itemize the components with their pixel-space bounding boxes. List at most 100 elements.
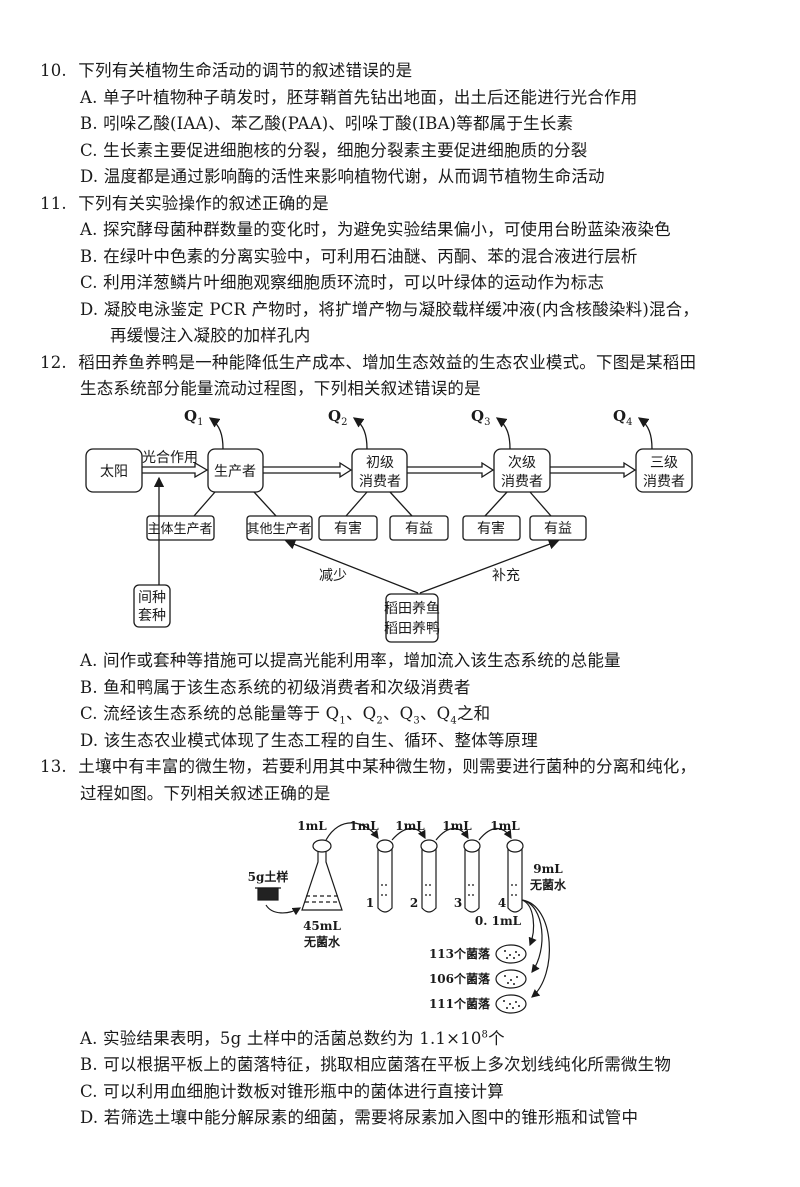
label-photosynthesis: 光合作用	[142, 450, 198, 466]
option-10a: A. 单子叶植物种子萌发时，胚芽鞘首先钻出地面，出土后还能进行光合作用	[80, 88, 638, 107]
box-main-producer	[146, 515, 215, 541]
arrow-supplement	[419, 539, 560, 594]
option-12b: B. 鱼和鸭属于该生态系统的初级消费者和次级消费者	[80, 678, 471, 697]
tube-1	[376, 839, 394, 913]
arrow-secondary-tertiary	[550, 461, 637, 479]
option-11b: B. 在绿叶中色素的分离实验中，可利用石油醚、丙酮、苯的混合液进行层析	[80, 247, 638, 266]
question-12-stem: 12. 稻田养鱼养鸭是一种能降低生产成本、增加生态效益的生态农业模式。下图是某稻…	[40, 352, 696, 374]
label-sun: 太阳	[100, 464, 128, 480]
plate-1	[495, 944, 527, 964]
svg-text:初级: 初级	[366, 454, 394, 471]
tube-3	[463, 839, 481, 913]
option-12d: D. 该生态农业模式体现了生态工程的自生、循环、整体等原理	[80, 731, 538, 750]
label-reduce: 减少	[319, 568, 347, 584]
svg-text:1: 1	[366, 896, 374, 910]
soil-label: 5g土样	[248, 869, 289, 884]
option-12a: A. 间作或套种等措施可以提高光能利用率，增加流入该生态系统的总能量	[80, 651, 621, 670]
question-stem: 土壤中有丰富的微生物，若要利用其中某种微生物，则需要进行菌种的分离和纯化，	[78, 757, 697, 776]
svg-text:套种: 套种	[138, 608, 166, 624]
svg-text:消费者: 消费者	[643, 474, 685, 490]
arrow-sun-producer	[142, 461, 209, 479]
label-q3: Q3	[471, 407, 490, 428]
label-supplement: 补充	[492, 568, 520, 584]
box-secondary-consumer	[493, 448, 551, 493]
option-12c: C. 流经该生态系统的总能量等于 Q1、Q2、Q3、Q4之和	[80, 704, 491, 727]
box-beneficial-1	[389, 515, 449, 541]
plate-2	[495, 969, 527, 989]
question-number: 10.	[40, 61, 67, 80]
box-primary-consumer	[351, 448, 408, 493]
option-10d: D. 温度都是通过影响酶的活性来影响植物代谢，从而调节植物生命活动	[80, 167, 605, 186]
svg-text:0. 1mL: 0. 1mL	[475, 914, 522, 928]
box-intercrop	[133, 584, 171, 628]
arrow-q4	[637, 417, 653, 450]
svg-text:有害: 有害	[334, 521, 362, 537]
question-10-stem: 10. 下列有关植物生命活动的调节的叙述错误的是	[40, 60, 412, 82]
option-13b: B. 可以根据平板上的菌落特征，挑取相应菌落在平板上多次划线纯化所需微生物	[80, 1055, 672, 1074]
box-other-producer	[246, 515, 313, 541]
flask	[301, 848, 343, 911]
svg-text:间种: 间种	[138, 590, 166, 606]
flask-stopper	[312, 839, 332, 853]
box-harmful-1	[318, 515, 378, 541]
option-13d: D. 若筛选土壤中能分解尿素的细菌，需要将尿素加入图中的锥形瓶和试管中	[80, 1108, 639, 1127]
question-13-stem: 13. 土壤中有丰富的微生物，若要利用其中某种微生物，则需要进行菌种的分离和纯化…	[40, 756, 696, 778]
label-q1: Q1	[184, 407, 203, 428]
question-12-stem-cont: 生态系统部分能量流动过程图，下列相关叙述错误的是	[80, 379, 481, 398]
question-stem: 下列有关植物生命活动的调节的叙述错误的是	[78, 61, 413, 80]
option-10c: C. 生长素主要促进细胞核的分裂，细胞分裂素主要促进细胞质的分裂	[80, 141, 588, 160]
svg-text:无菌水: 无菌水	[303, 934, 341, 949]
question-number: 11.	[40, 194, 67, 213]
svg-text:1mL: 1mL	[490, 819, 520, 833]
tube-2	[420, 839, 438, 913]
option-11a: A. 探究酵母菌种群数量的变化时，为避免实验结果偏小，可使用台盼蓝染液染色	[80, 220, 671, 239]
box-sun	[85, 448, 143, 493]
svg-text:4: 4	[498, 896, 506, 910]
label-q2: Q2	[328, 407, 347, 428]
svg-text:9mL: 9mL	[533, 862, 563, 876]
svg-text:无菌水: 无菌水	[529, 877, 567, 892]
question-stem: 稻田养鱼养鸭是一种能降低生产成本、增加生态效益的生态农业模式。下图是某稻田	[78, 353, 697, 372]
option-11d: D. 凝胶电泳鉴定 PCR 产物时，将扩增产物与凝胶载样缓冲液(内含核酸染料)混…	[80, 300, 700, 319]
svg-text:有益: 有益	[405, 521, 433, 537]
soil-container	[257, 887, 279, 901]
svg-text:106个菌落: 106个菌落	[429, 971, 491, 986]
box-tertiary-consumer	[635, 448, 693, 493]
svg-text:其他生产者: 其他生产者	[246, 522, 311, 537]
arrow-primary-secondary	[407, 461, 495, 479]
arrow-producer-primary	[263, 461, 353, 479]
svg-text:稻田养鸭: 稻田养鸭	[384, 621, 440, 637]
svg-text:主体生产者: 主体生产者	[147, 522, 212, 537]
svg-text:45mL: 45mL	[303, 919, 341, 933]
svg-text:111个菌落: 111个菌落	[429, 996, 491, 1011]
svg-text:有益: 有益	[544, 521, 572, 537]
question-number: 12.	[40, 353, 67, 372]
option-10b: B. 吲哚乙酸(IAA)、苯乙酸(PAA)、吲哚丁酸(IBA)等都属于生长素	[80, 114, 574, 133]
svg-text:三级: 三级	[650, 455, 678, 471]
box-fish-duck	[385, 593, 439, 643]
arrow-q1	[208, 417, 224, 450]
question-11-stem: 11. 下列有关实验操作的叙述正确的是	[40, 193, 329, 215]
arrow-reduce	[284, 539, 419, 594]
question-13-stem-cont: 过程如图。下列相关叙述正确的是	[80, 784, 331, 803]
option-13c: C. 可以利用血细胞计数板对锥形瓶中的菌体进行直接计算	[80, 1082, 504, 1101]
svg-text:消费者: 消费者	[501, 474, 543, 490]
svg-text:消费者: 消费者	[359, 474, 401, 490]
box-harmful-2	[462, 515, 521, 541]
label-producer: 生产者	[214, 464, 256, 480]
box-producer	[207, 448, 264, 493]
option-11d-cont: 再缓慢注入凝胶的加样孔内	[110, 326, 311, 345]
tube-4	[506, 839, 524, 913]
svg-text:稻田养鱼: 稻田养鱼	[384, 600, 440, 617]
svg-text:有害: 有害	[477, 521, 505, 537]
arrow-q2	[352, 417, 368, 450]
svg-text:2: 2	[410, 896, 418, 910]
svg-text:113个菌落: 113个菌落	[429, 946, 491, 961]
option-13a: A. 实验结果表明，5g 土样中的活菌总数约为 1.1×108个	[80, 1029, 505, 1048]
svg-text:1mL: 1mL	[395, 819, 425, 833]
question-stem: 下列有关实验操作的叙述正确的是	[78, 194, 329, 213]
svg-text:次级: 次级	[508, 455, 536, 471]
label-q4: Q4	[613, 407, 632, 428]
